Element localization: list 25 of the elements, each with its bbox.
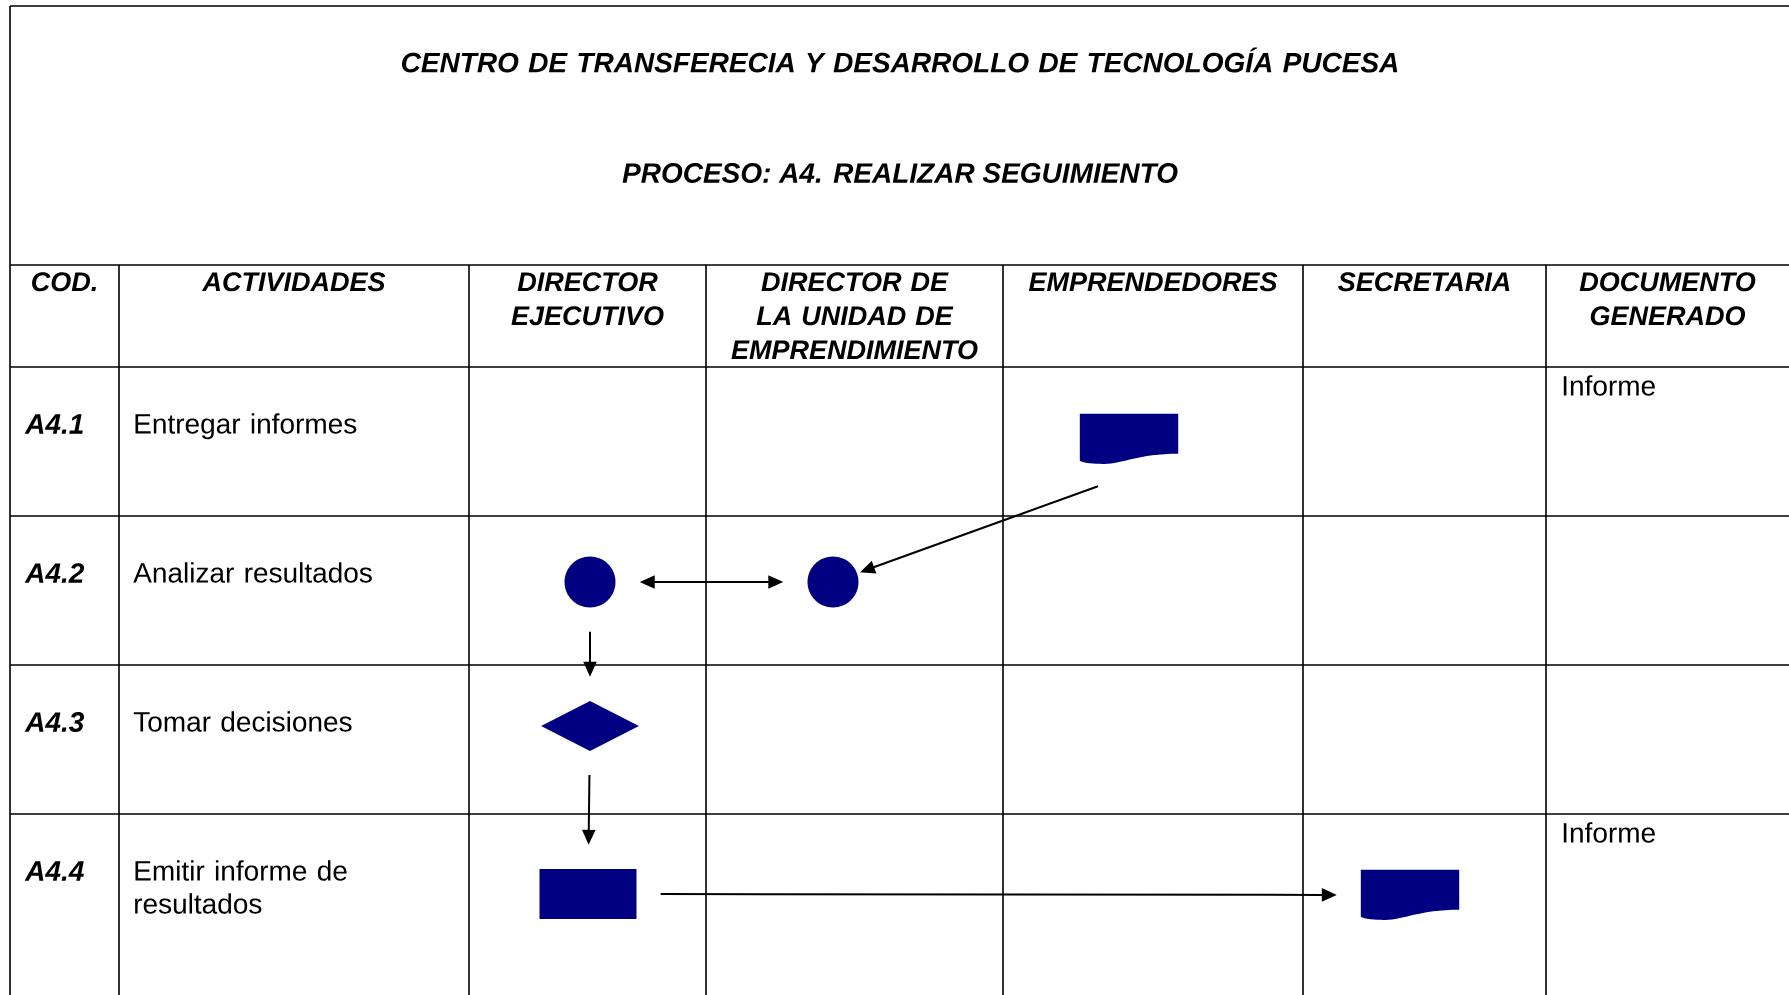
- document-symbol: [1360, 869, 1460, 920]
- activity-text: Analizar resultados: [133, 562, 372, 583]
- activity-text: Tomar decisiones: [133, 711, 352, 732]
- document-symbol: [1079, 413, 1179, 464]
- column-header: COD.: [32, 272, 96, 292]
- document-name: Informe: [1563, 375, 1655, 396]
- column-header: DIRECTOR DE LA UNIDAD DE EMPRENDIMIENTO: [731, 272, 978, 360]
- row-code: A4.4: [24, 861, 84, 881]
- activity-text: Entregar informes: [135, 413, 357, 440]
- activity-text: Emitir informe de resultados: [135, 860, 347, 914]
- row-code: A4.2: [24, 563, 85, 583]
- process-box: [539, 869, 637, 919]
- process-circle: [564, 556, 616, 608]
- row-code: A4.1: [24, 414, 83, 434]
- process-circle: [807, 556, 859, 608]
- row-code: A4.3: [24, 712, 85, 732]
- column-header: DIRECTOR EJECUTIVO: [511, 272, 664, 326]
- subtitle: PROCESO: A4. REALIZAR SEGUIMIENTO: [622, 163, 1178, 183]
- column-header: DOCUMENTO GENERADO: [1579, 272, 1756, 326]
- column-header: SECRETARIA: [1338, 272, 1510, 292]
- column-header: ACTIVIDADES: [201, 272, 386, 292]
- title: CENTRO DE TRANSFERECIA Y DESARROLLO DE TECNOLOGÍA PUCESA: [402, 47, 1398, 73]
- decision-diamond: [541, 701, 639, 751]
- column-header: EMPRENDEDORES: [1028, 272, 1278, 292]
- document-name: Informe: [1563, 822, 1655, 843]
